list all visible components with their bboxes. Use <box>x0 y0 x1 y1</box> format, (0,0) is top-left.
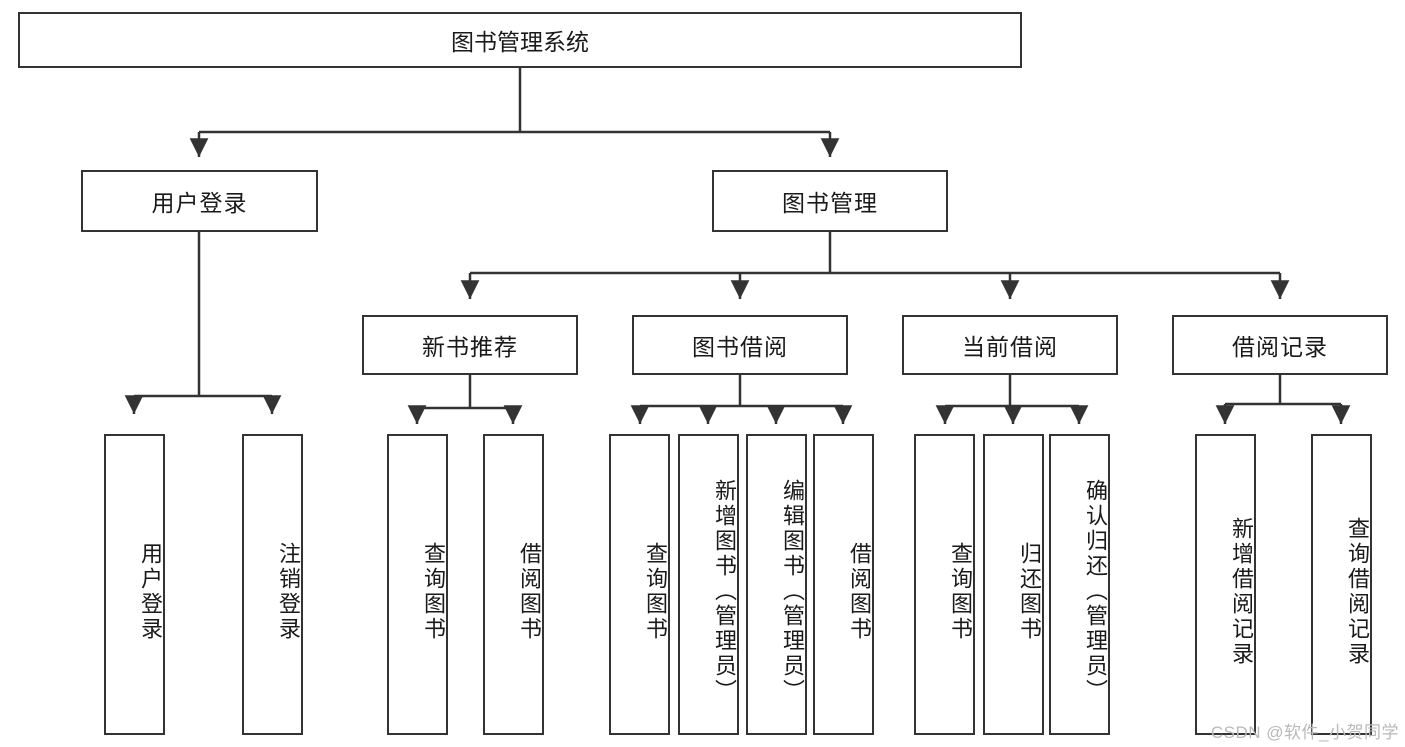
node-label: 新书推荐 <box>422 334 518 360</box>
node-new-book-recommend[interactable]: 新书推荐 <box>362 315 578 375</box>
node-label: 图书管理系统 <box>451 29 589 55</box>
node-label: 编辑图书（管理员） <box>780 479 805 704</box>
leaf-records-query-record[interactable]: 查询借阅记录 <box>1311 434 1372 735</box>
node-label: 用户登录 <box>138 541 163 642</box>
node-label: 注销登录 <box>276 541 301 642</box>
leaf-user-logout[interactable]: 注销登录 <box>242 434 303 735</box>
leaf-current-query-book[interactable]: 查询图书 <box>914 434 975 735</box>
node-label: 查询图书 <box>421 541 446 642</box>
node-label: 借阅记录 <box>1232 334 1328 360</box>
node-borrow-records[interactable]: 借阅记录 <box>1172 315 1388 375</box>
leaf-records-add-record[interactable]: 新增借阅记录 <box>1195 434 1256 735</box>
node-label: 查询借阅记录 <box>1345 516 1370 667</box>
node-root-system[interactable]: 图书管理系统 <box>18 12 1022 68</box>
leaf-borrow-query-book[interactable]: 查询图书 <box>609 434 670 735</box>
leaf-newbook-query-book[interactable]: 查询图书 <box>387 434 448 735</box>
node-label: 借阅图书 <box>847 541 872 642</box>
node-label: 新增图书（管理员） <box>712 479 737 704</box>
node-user-login[interactable]: 用户登录 <box>81 170 318 232</box>
node-book-borrow[interactable]: 图书借阅 <box>632 315 848 375</box>
node-label: 归还图书 <box>1017 541 1042 642</box>
node-label: 图书管理 <box>782 190 878 216</box>
leaf-newbook-borrow-book[interactable]: 借阅图书 <box>483 434 544 735</box>
watermark-text: CSDN @软件_小贺同学 <box>1210 723 1399 742</box>
node-label: 新增借阅记录 <box>1229 516 1254 667</box>
leaf-current-return-book[interactable]: 归还图书 <box>983 434 1044 735</box>
node-label: 查询图书 <box>948 541 973 642</box>
leaf-borrow-borrow-book[interactable]: 借阅图书 <box>813 434 874 735</box>
node-current-borrow[interactable]: 当前借阅 <box>902 315 1118 375</box>
leaf-current-confirm-return-admin[interactable]: 确认归还（管理员） <box>1049 434 1110 735</box>
node-label: 借阅图书 <box>517 541 542 642</box>
node-label: 图书借阅 <box>692 334 788 360</box>
node-label: 用户登录 <box>151 190 248 216</box>
leaf-borrow-edit-book-admin[interactable]: 编辑图书（管理员） <box>746 434 807 735</box>
leaf-borrow-add-book-admin[interactable]: 新增图书（管理员） <box>678 434 739 735</box>
node-label: 查询图书 <box>643 541 668 642</box>
node-label: 当前借阅 <box>962 334 1058 360</box>
node-book-management[interactable]: 图书管理 <box>712 170 948 232</box>
leaf-user-login[interactable]: 用户登录 <box>104 434 165 735</box>
node-label: 确认归还（管理员） <box>1083 479 1108 704</box>
